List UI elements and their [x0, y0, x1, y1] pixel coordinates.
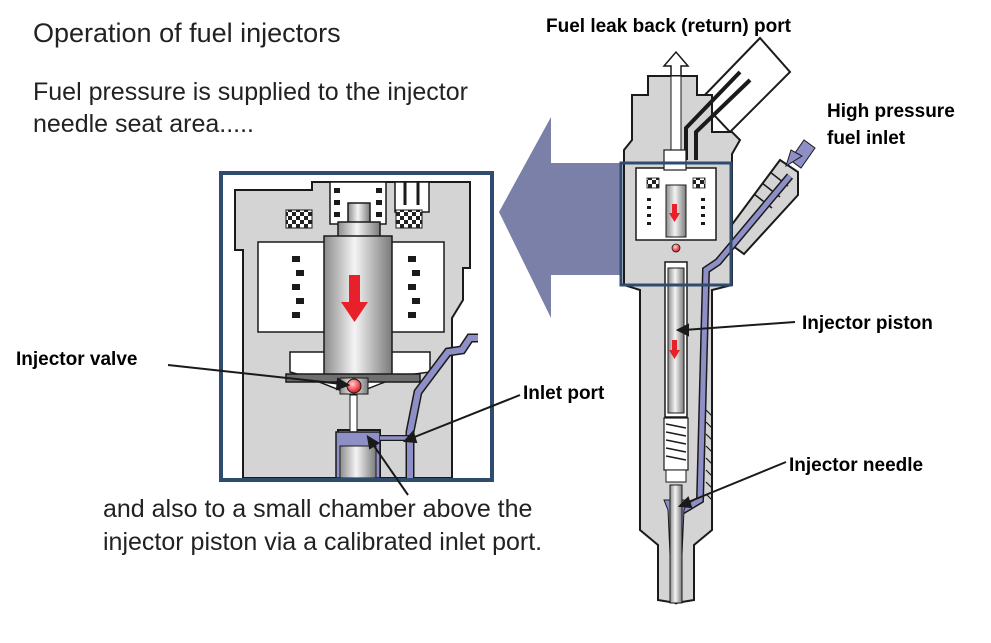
label-high-pressure-fuel-inlet: High pressure fuel inlet: [827, 101, 960, 149]
outro-text: and also to a small chamber above the in…: [103, 495, 543, 556]
inlet-direction-arrow: [789, 139, 816, 169]
zoom-panel: [219, 171, 494, 482]
leader-inlet-port: [411, 394, 521, 439]
diagram-title: Operation of fuel injectors: [33, 18, 341, 48]
injector-body: [623, 36, 799, 605]
label-high-pressure-line1: High pressure: [827, 101, 955, 122]
label-leak-back-port: Fuel leak back (return) port: [546, 16, 792, 37]
zoom-frame: [619, 161, 733, 287]
leader-injector-needle: [685, 461, 787, 504]
label-injector-piston: Injector piston: [802, 313, 933, 334]
leader-chamber: [371, 442, 409, 496]
label-injector-valve: Injector valve: [16, 349, 137, 370]
zoom-pointer-arrow: [499, 117, 620, 318]
intro-text: Fuel pressure is supplied to the injecto…: [33, 78, 468, 138]
label-inlet-port: Inlet port: [523, 383, 605, 404]
label-injector-needle: Injector needle: [789, 455, 923, 476]
label-high-pressure-line2: fuel inlet: [827, 128, 906, 149]
leader-injector-valve: [167, 364, 343, 385]
leader-injector-piston: [683, 321, 796, 331]
